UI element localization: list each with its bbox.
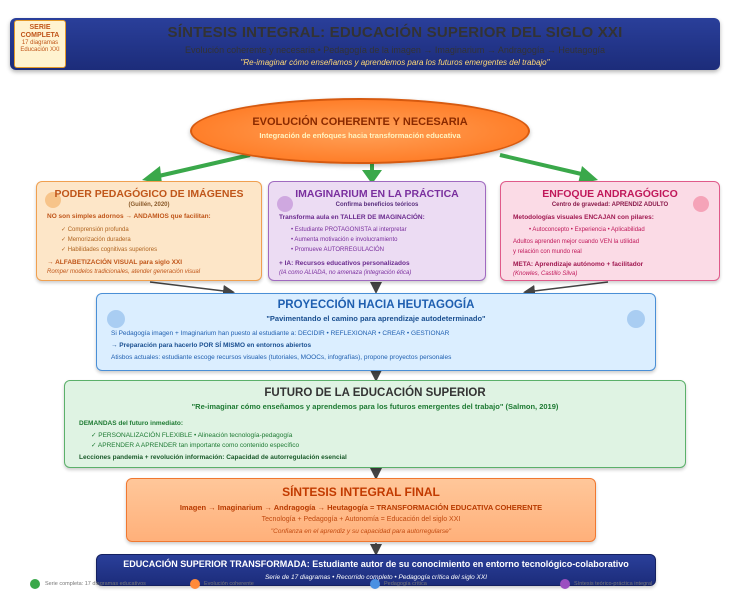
imaginarium-ia: + IA: Recursos educativos personalizados — [279, 260, 410, 267]
andragogico-text-1: Adultos aprenden mejor cuando VEN la uti… — [513, 239, 640, 245]
andragogico-item-1: • Autoconcepto • Experiencia • Aplicabil… — [529, 227, 645, 233]
heutagogia-line-1: Si Pedagogía imagen + Imaginarium han pu… — [111, 330, 450, 337]
poder-title: PODER PEDAGÓGICO DE IMÁGENES — [54, 188, 244, 200]
futuro-title: FUTURO DE LA EDUCACIÓN SUPERIOR — [264, 387, 486, 399]
heutagogia-title: PROYECCIÓN HACIA HEUTAGOGÍA — [277, 299, 475, 311]
green-arrows — [142, 153, 598, 184]
andragogico-title: ENFOQUE ANDRAGÓGICO — [542, 188, 678, 200]
futuro-subtitle: "Re-imaginar cómo enseñamos y aprendemos… — [191, 402, 559, 411]
badge-line-2: COMPLETA — [20, 32, 60, 39]
sintesis-line-1: Imagen → Imaginarium → Andragogía → Heut… — [179, 503, 543, 512]
legend-dot-green — [30, 579, 40, 589]
legend-dot-blue — [370, 579, 380, 589]
box-sintesis: SÍNTESIS INTEGRAL FINAL Imagen → Imagina… — [126, 478, 596, 542]
imaginarium-item-1: • Estudiante PROTAGONISTA al interpretar — [291, 227, 407, 233]
ellipse-title: EVOLUCIÓN COHERENTE Y NECESARIA — [252, 116, 468, 128]
imaginarium-note: (IA como ALIADA, no amenaza (integración… — [279, 270, 412, 276]
futuro-item-1: ✓ PERSONALIZACIÓN FLEXIBLE • Alineación … — [91, 431, 292, 439]
legend-label-2: Evolución coherente — [204, 581, 254, 587]
decor-circle — [107, 310, 125, 328]
poder-item-1: ✓ Comprensión profunda — [61, 227, 129, 233]
decor-circle — [693, 196, 709, 212]
futuro-item-1-strong: ✓ PERSONALIZACIÓN FLEXIBLE — [91, 432, 193, 439]
sintesis-title: SÍNTESIS INTEGRAL FINAL — [282, 485, 440, 499]
legend-label-3: Pedagogía crítica — [384, 581, 427, 587]
page-subtitle: Evolución coherente y necesaria • Pedago… — [185, 45, 605, 55]
poder-item-2: ✓ Memorización duradera — [61, 237, 131, 243]
imaginarium-item-3: • Promueve AUTORREGULACIÓN — [291, 247, 385, 253]
page-title: SÍNTESIS INTEGRAL: EDUCACIÓN SUPERIOR DE… — [167, 24, 623, 41]
heutagogia-line-3: Atisbos actuales: estudiante escoge recu… — [111, 354, 452, 361]
box-poder-pedagogico: PODER PEDAGÓGICO DE IMÁGENES (Guillén, 2… — [36, 181, 262, 281]
badge-line-3: 17 diagramas — [21, 40, 59, 46]
heutagogia-subtitle: "Pavimentando el camino para aprendizaje… — [266, 314, 486, 323]
futuro-footer: Lecciones pandemia + revolución informac… — [79, 454, 347, 461]
andragogico-text-2: y relación con mundo real — [513, 249, 582, 255]
legend-dot-orange — [190, 579, 200, 589]
series-badge: SERIE COMPLETA 17 diagramas Educación XX… — [14, 20, 66, 68]
poder-source: (Guillén, 2020) — [128, 202, 170, 208]
imaginarium-title: IMAGINARIUM EN LA PRÁCTICA — [295, 188, 459, 200]
andragogico-subtitle: Centro de gravedad: APRENDIZ ADULTO — [551, 202, 669, 208]
ellipse-subtitle: Integración de enfoques hacia transforma… — [259, 131, 461, 140]
legend-label-1: Serie completa: 17 diagramas educativos — [45, 581, 146, 587]
header-quote: "Re-imaginar cómo enseñamos y aprendemos… — [240, 58, 550, 67]
sintesis-line-3: "Confianza en el aprendiz y su capacidad… — [270, 528, 452, 535]
header-banner — [10, 18, 720, 70]
final-title: EDUCACIÓN SUPERIOR TRANSFORMADA: Estudia… — [123, 559, 629, 569]
andragogico-note: (Knowles, Castillo Silva) — [513, 271, 578, 277]
box-imaginarium: IMAGINARIUM EN LA PRÁCTICA Confirma bene… — [268, 181, 486, 281]
box-andragogico: ENFOQUE ANDRAGÓGICO Centro de gravedad: … — [500, 181, 720, 281]
futuro-item-1-rest: • Alineación tecnología-pedagogía — [192, 432, 293, 439]
poder-visual: → ALFABETIZACIÓN VISUAL para siglo XXI — [47, 259, 183, 266]
badge-line-4: Educación XXI — [20, 47, 60, 53]
dark-arrows — [149, 281, 609, 556]
poder-lead: NO son simples adornos → ANDAMIOS que fa… — [47, 213, 211, 220]
legend-dot-purple — [560, 579, 570, 589]
decor-circle — [277, 196, 293, 212]
poder-item-3: ✓ Habilidades cognitivas superiores — [61, 247, 158, 253]
futuro-lead: DEMANDAS del futuro inmediato: — [79, 420, 183, 427]
imaginarium-lead: Transforma aula en TALLER DE IMAGINACIÓN… — [279, 214, 425, 221]
final-subtitle: Serie de 17 diagramas • Recorrido comple… — [264, 574, 488, 581]
box-heutagogia: PROYECCIÓN HACIA HEUTAGOGÍA "Pavimentand… — [96, 293, 656, 371]
futuro-item-2-strong: ✓ APRENDER A APRENDER — [91, 442, 178, 449]
andragogico-lead: Metodologías visuales ENCAJAN con pilare… — [513, 214, 654, 221]
heutagogia-line-2: → Preparación para hacerlo POR SÍ MISMO … — [111, 342, 312, 349]
poder-note: Romper modelos tradicionales, atender ge… — [47, 269, 201, 275]
box-futuro: FUTURO DE LA EDUCACIÓN SUPERIOR "Re-imag… — [64, 380, 686, 468]
evolution-ellipse — [190, 98, 530, 164]
futuro-item-2-rest: tan importante como contenido específico — [177, 442, 300, 449]
imaginarium-subtitle: Confirma beneficios teóricos — [335, 202, 419, 208]
decor-circle — [45, 192, 61, 208]
futuro-item-2: ✓ APRENDER A APRENDER tan importante com… — [91, 441, 299, 449]
decor-circle — [627, 310, 645, 328]
legend-label-4: Síntesis teórico-práctica integral — [574, 581, 653, 587]
sintesis-line-2: Tecnología + Pedagogía + Autonomía = Edu… — [261, 516, 461, 523]
badge-line-1: SERIE — [29, 24, 51, 31]
andragogico-meta: META: Aprendizaje autónomo + facilitador — [513, 261, 644, 268]
imaginarium-item-2: • Aumenta motivación e involucramiento — [291, 237, 398, 243]
